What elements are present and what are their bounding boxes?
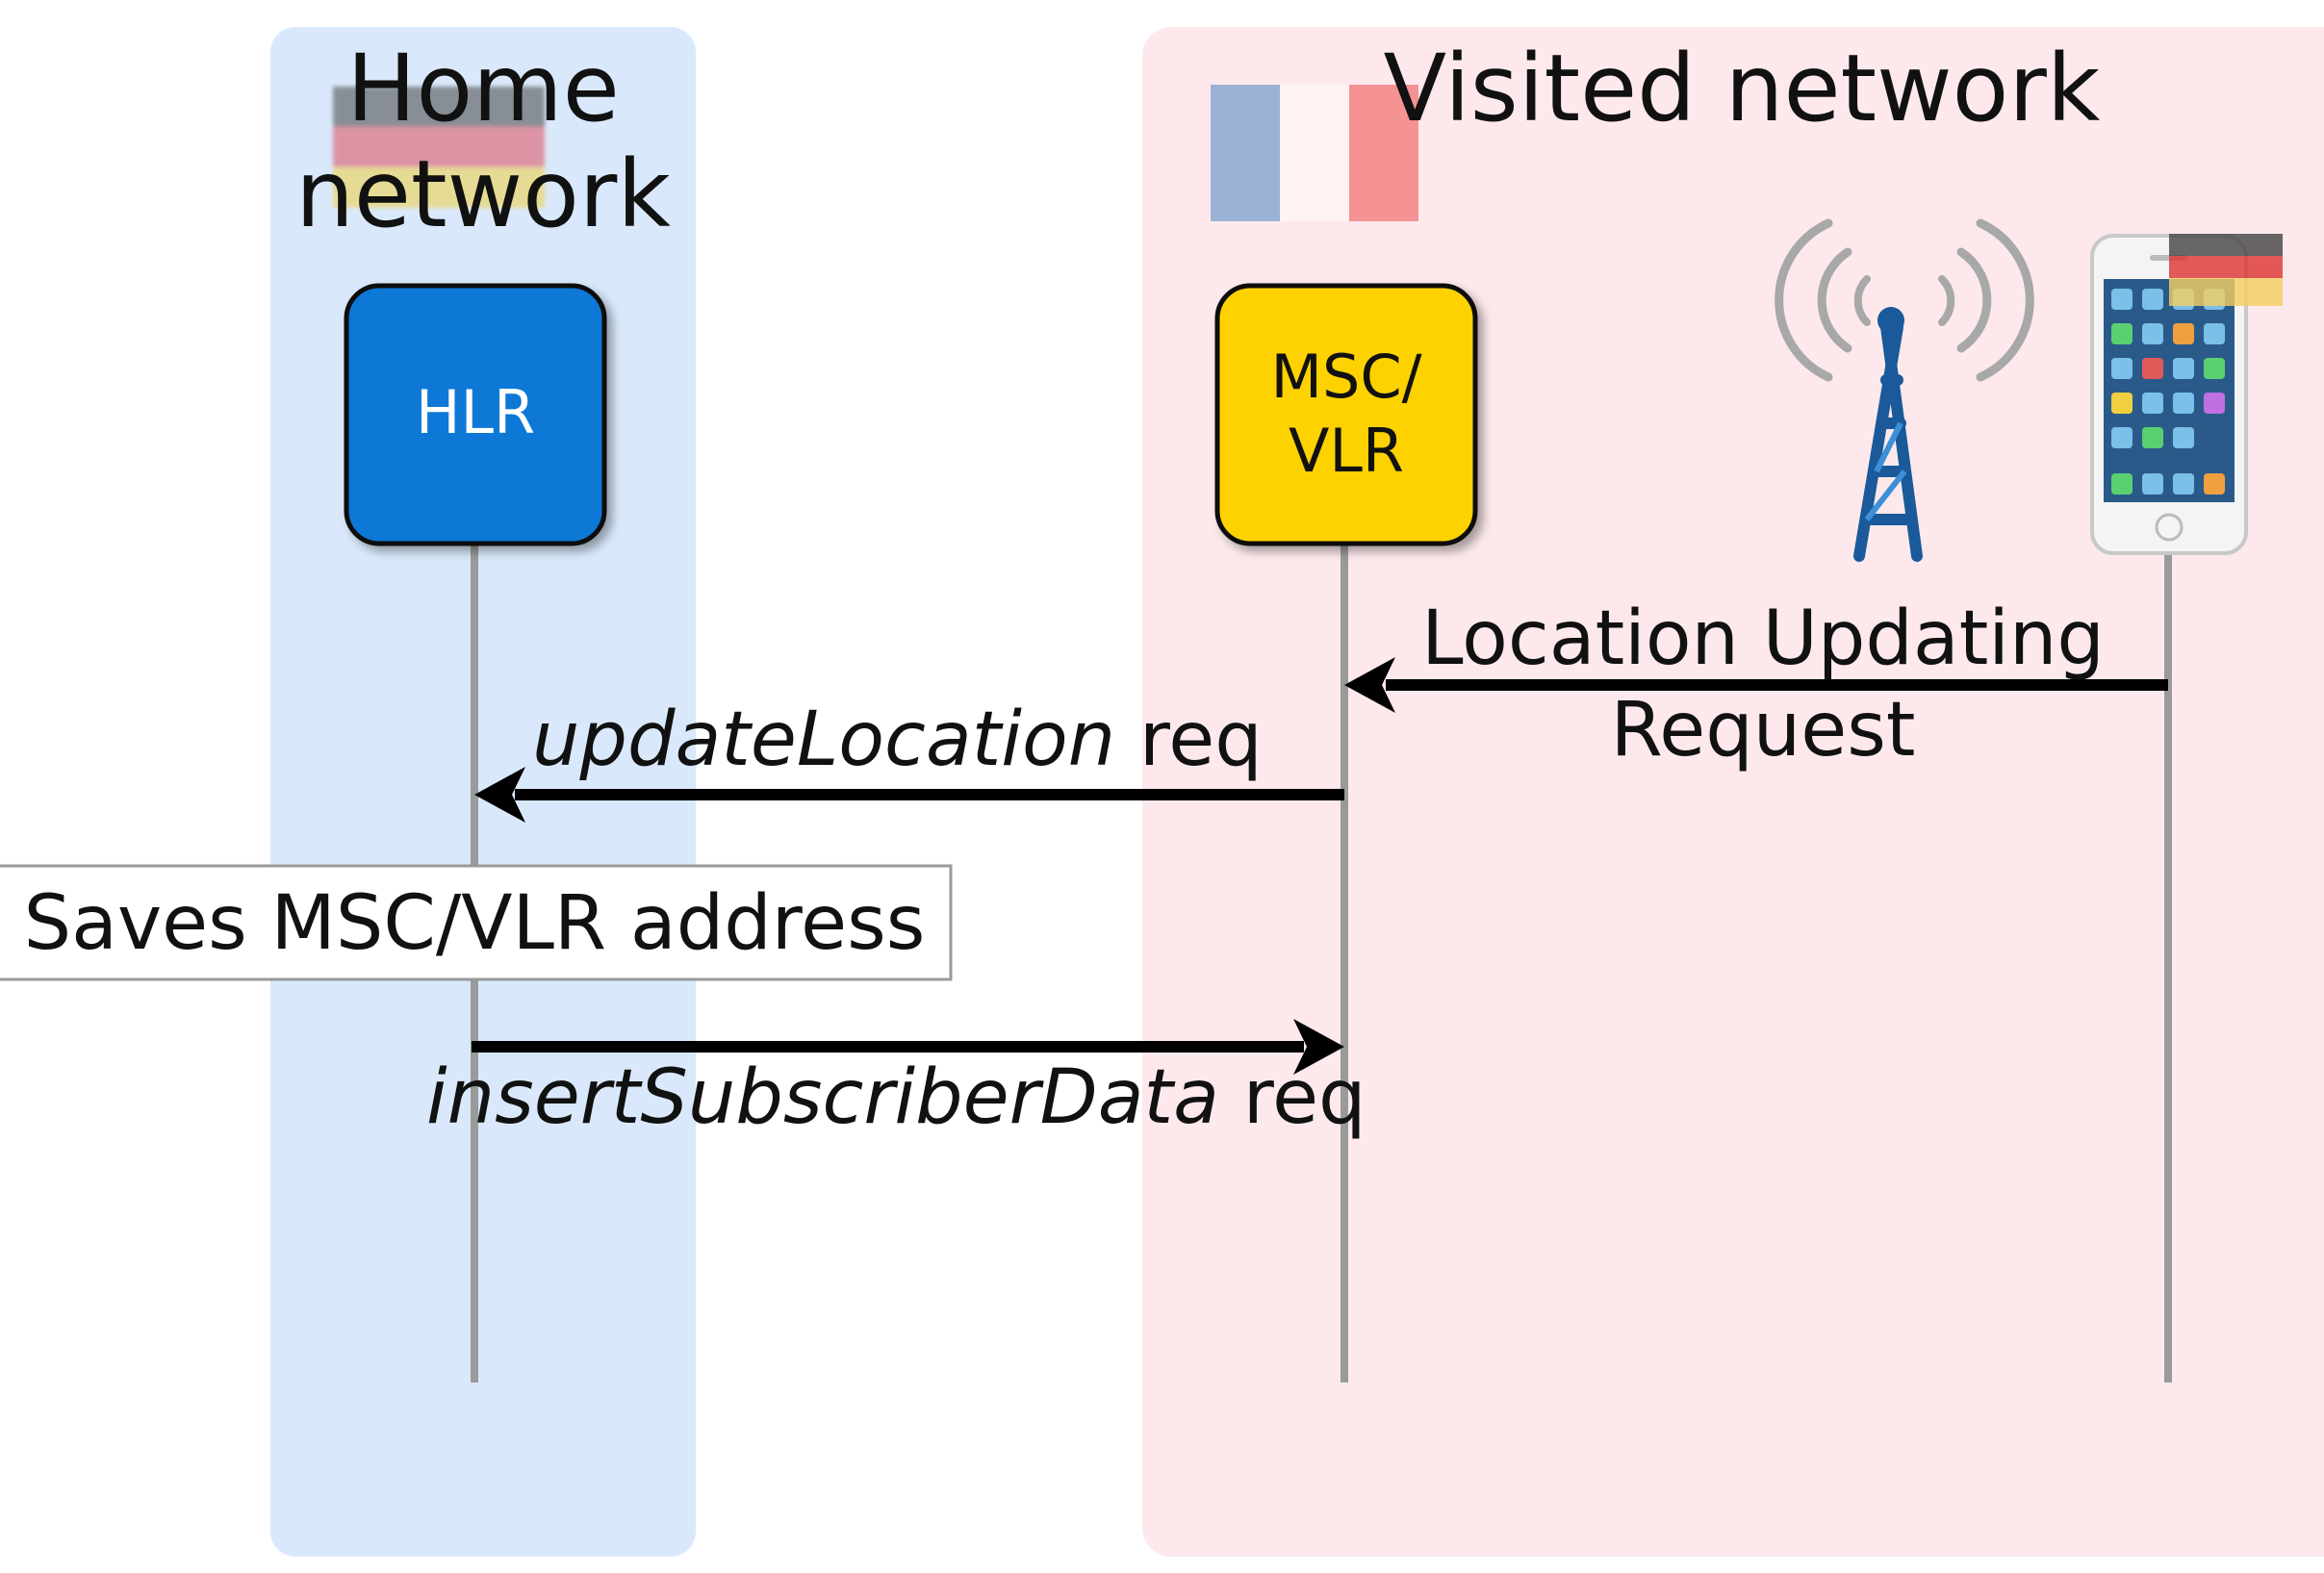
msc-vlr-label-line1: MSC/ [1270, 342, 1421, 412]
insert-subscriber-italic: insertSubscriberData [426, 1054, 1219, 1141]
update-location-label: updateLocation req [532, 697, 1263, 783]
phone-germany-flag-icon [2169, 234, 2283, 306]
update-location-message: updateLocation req [474, 697, 1344, 823]
insert-subscriber-label: insertSubscriberData req [426, 1054, 1366, 1141]
msc-vlr-label-line2: VLR [1289, 416, 1404, 486]
update-location-suffix: req [1115, 697, 1263, 783]
location-updating-label-line1: Location Updating [1421, 596, 2105, 682]
cell-tower-icon [1775, 218, 2034, 562]
home-network-title-line2: network [295, 140, 671, 248]
insert-subscriber-data-message: insertSubscriberData req [426, 1019, 1366, 1141]
hlr-label: HLR [416, 377, 535, 447]
insert-subscriber-suffix: req [1219, 1054, 1366, 1141]
hlr-node: HLR [344, 283, 607, 546]
location-updating-request-message: Location Updating Request [1344, 596, 2168, 774]
msc-vlr-node: MSC/ VLR [1214, 283, 1478, 546]
saves-address-note-text: Saves MSC/VLR address [24, 880, 926, 967]
home-network-title-line1: Home [346, 35, 620, 142]
update-location-italic: updateLocation [532, 697, 1115, 783]
smartphone-icon [2090, 234, 2283, 555]
france-flag-icon [1211, 85, 1418, 221]
location-updating-label-line2: Request [1611, 687, 1916, 774]
saves-address-note: Saves MSC/VLR address [0, 864, 953, 981]
visited-network-title: Visited network [1384, 35, 2101, 142]
germany-flag-icon [333, 87, 545, 208]
